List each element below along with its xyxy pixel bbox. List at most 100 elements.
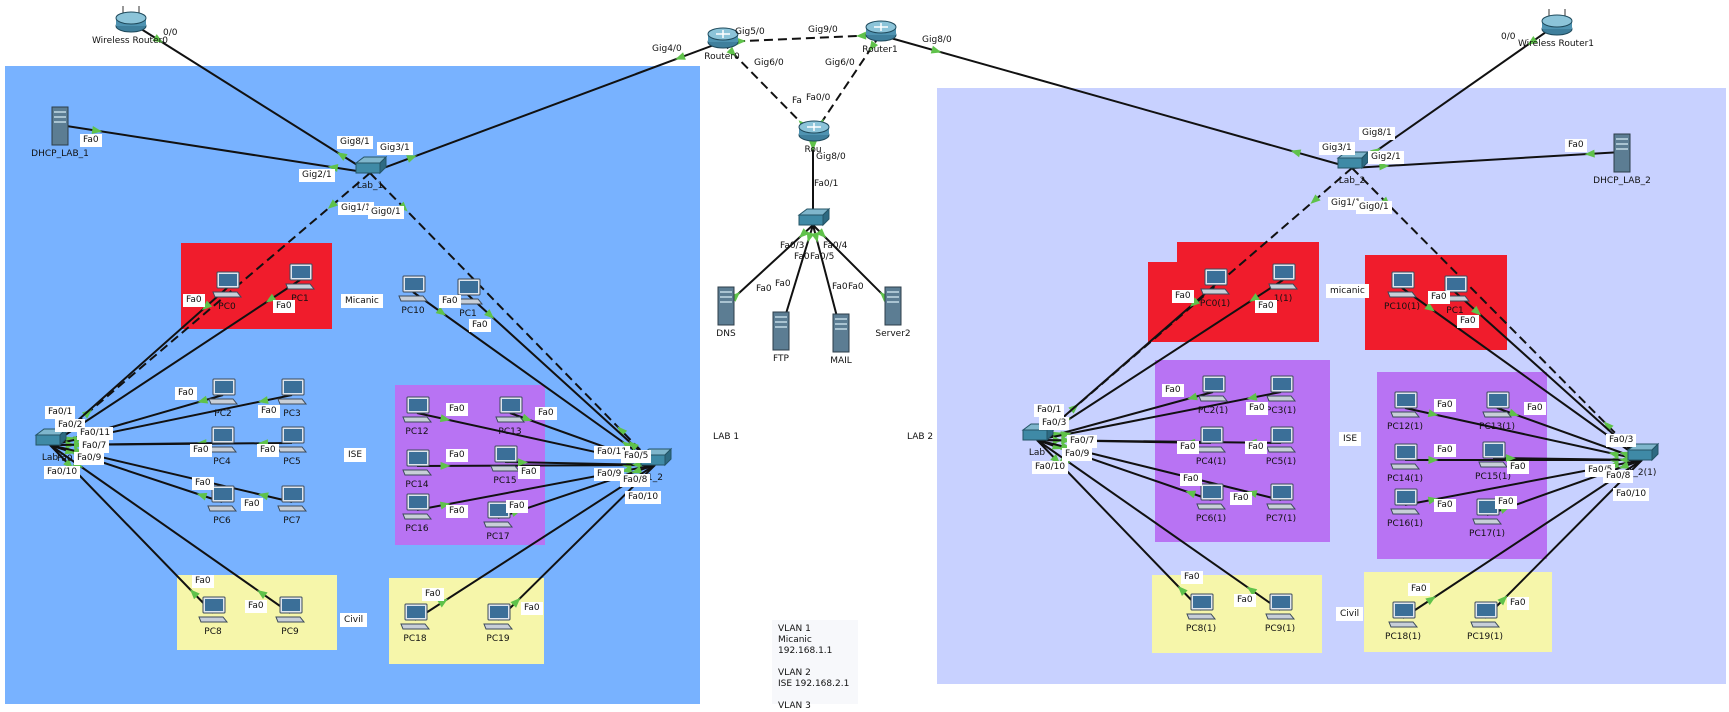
lab1-civil-label: Civil bbox=[340, 613, 368, 627]
link-lab1-left-switch-pc9[interactable] bbox=[49, 444, 291, 614]
link-lab2-left-switch-pc2-1[interactable] bbox=[1036, 391, 1214, 441]
router1[interactable]: Router1 bbox=[862, 20, 898, 55]
link-lab1-right-switch-pc19[interactable] bbox=[497, 464, 656, 621]
mail[interactable]: MAIL bbox=[830, 313, 852, 366]
pc10[interactable]: PC10 bbox=[398, 275, 429, 316]
lab2-left-switch[interactable]: Lab bbox=[1021, 422, 1055, 458]
pc16[interactable]: PC16 bbox=[402, 493, 433, 534]
wireless-router0[interactable]: Wireless Router0 bbox=[92, 6, 168, 46]
link-lab1-right-switch-pc18[interactable] bbox=[414, 464, 656, 621]
pc17[interactable]: PC17 bbox=[483, 501, 514, 542]
pc6[interactable]: PC6 bbox=[207, 485, 238, 526]
center-switch[interactable] bbox=[797, 207, 831, 227]
link-router1-lab2-switch[interactable] bbox=[879, 34, 1353, 169]
port-label: Gig1/1 bbox=[338, 202, 374, 215]
pc18[interactable]: PC18 bbox=[400, 603, 431, 644]
server2[interactable]: Server2 bbox=[875, 286, 911, 339]
pc5-1[interactable]: PC5(1) bbox=[1266, 426, 1296, 467]
lab1-left-switch[interactable]: Lab bbox=[34, 427, 68, 463]
link-center-switch-server2[interactable] bbox=[812, 224, 894, 306]
pc14[interactable]: PC14 bbox=[402, 449, 433, 490]
wireless-router1[interactable]: Wireless Router1 bbox=[1518, 9, 1594, 49]
pc0[interactable]: PC0 bbox=[212, 271, 243, 312]
pc9[interactable]: PC9 bbox=[275, 596, 306, 637]
pc1-1[interactable]: 1(1) bbox=[1268, 263, 1299, 304]
lab2-switch[interactable]: Lab_2 bbox=[1336, 150, 1370, 186]
pc6-1[interactable]: PC6(1) bbox=[1196, 483, 1226, 524]
pc15[interactable]: PC15 bbox=[490, 445, 521, 486]
link-router0-router2[interactable] bbox=[721, 41, 814, 136]
pc1[interactable]: PC1 bbox=[285, 263, 316, 304]
link-lab2-right-switch-pc13-1[interactable] bbox=[1496, 407, 1643, 461]
pc4-1[interactable]: PC4(1) bbox=[1196, 426, 1226, 467]
pc16-1[interactable]: PC16(1) bbox=[1387, 488, 1423, 529]
pc12-1[interactable]: PC12(1) bbox=[1387, 391, 1423, 432]
link-wireless-router0-lab1-switch[interactable] bbox=[129, 21, 371, 174]
link-dhcp-lab2-lab2-switch[interactable] bbox=[1351, 151, 1623, 169]
pc18-1[interactable]: PC18(1) bbox=[1385, 601, 1421, 642]
router2[interactable]: Rou bbox=[798, 120, 830, 155]
link-lab1-switch-router0[interactable] bbox=[369, 41, 723, 174]
router0[interactable]: Router0 bbox=[704, 27, 740, 62]
link-lab2-right-switch-pc19-1[interactable] bbox=[1484, 459, 1643, 619]
link-lab2-right-switch-pc18-1[interactable] bbox=[1402, 459, 1643, 619]
link-center-switch-dns[interactable] bbox=[725, 224, 814, 306]
dhcp-lab2[interactable]: DHCP_LAB_2 bbox=[1593, 133, 1651, 186]
link-lab1-left-switch-pc0[interactable] bbox=[49, 287, 228, 446]
port-label: Fa0 bbox=[1434, 499, 1456, 512]
link-lab2-right-switch-pc11-1[interactable] bbox=[1454, 291, 1643, 461]
link-status-light bbox=[202, 300, 213, 311]
pc7[interactable]: PC7 bbox=[277, 485, 308, 526]
link-lab2-left-switch-pc1-1[interactable] bbox=[1036, 279, 1284, 441]
pc4[interactable]: PC4 bbox=[207, 426, 238, 467]
pc0-1[interactable]: PC0(1) bbox=[1200, 268, 1230, 309]
link-lab2-switch-lab2-right-switch[interactable] bbox=[1351, 167, 1643, 461]
link-status-light bbox=[1428, 456, 1439, 464]
pc3[interactable]: PC3 bbox=[277, 378, 308, 419]
link-lab1-right-switch-pc11[interactable] bbox=[467, 294, 656, 466]
link-lab2-right-switch-pc15-1[interactable] bbox=[1492, 457, 1643, 461]
link-lab2-left-switch-pc0-1[interactable] bbox=[1036, 284, 1216, 441]
pc10-1[interactable]: PC10(1) bbox=[1384, 271, 1420, 312]
pc5[interactable]: PC5 bbox=[277, 426, 308, 467]
ftp[interactable]: FTP bbox=[772, 311, 790, 364]
pc11[interactable]: PC1 bbox=[453, 278, 484, 319]
device-label: PC18(1) bbox=[1385, 632, 1421, 642]
pc2[interactable]: PC2 bbox=[208, 378, 239, 419]
port-label: Fa bbox=[792, 96, 802, 106]
pc13-1[interactable]: PC13(1) bbox=[1479, 391, 1515, 432]
link-lab1-left-switch-pc1[interactable] bbox=[49, 279, 301, 446]
pc8[interactable]: PC8 bbox=[198, 596, 229, 637]
pc9-1[interactable]: PC9(1) bbox=[1265, 593, 1295, 634]
pc2-1[interactable]: PC2(1) bbox=[1198, 375, 1228, 416]
pc8-1[interactable]: PC8(1) bbox=[1186, 593, 1216, 634]
pc12[interactable]: PC12 bbox=[402, 396, 433, 437]
lab1-switch[interactable]: Lab_1 bbox=[354, 155, 388, 191]
pc19[interactable]: PC19 bbox=[483, 603, 514, 644]
pc17-1[interactable]: PC17(1) bbox=[1469, 498, 1505, 539]
link-lab1-switch-lab1-right-switch[interactable] bbox=[369, 172, 656, 466]
pc7-1[interactable]: PC7(1) bbox=[1266, 483, 1296, 524]
lab2-right-switch[interactable]: 1_2(1) bbox=[1626, 442, 1660, 478]
link-status-light bbox=[327, 164, 339, 172]
pc3-1[interactable]: PC3(1) bbox=[1266, 375, 1296, 416]
link-lab2-right-switch-pc12-1[interactable] bbox=[1404, 407, 1643, 461]
link-wireless-router1-lab2-switch[interactable] bbox=[1351, 24, 1557, 169]
link-lab1-right-switch-pc10[interactable] bbox=[412, 291, 656, 466]
link-lab1-right-switch-pc15[interactable] bbox=[504, 461, 656, 466]
pc13[interactable]: PC13 bbox=[495, 396, 526, 437]
pc19-1[interactable]: PC19(1) bbox=[1467, 601, 1503, 642]
dns[interactable]: DNS bbox=[716, 286, 736, 339]
link-status-light bbox=[869, 40, 879, 52]
link-router0-router1[interactable] bbox=[721, 34, 881, 43]
dhcp-lab1[interactable]: DHCP_LAB_1 bbox=[31, 106, 89, 159]
link-router1-router2[interactable] bbox=[812, 34, 881, 136]
pc11-1[interactable]: PC1 bbox=[1440, 275, 1471, 316]
pc14-1[interactable]: PC14(1) bbox=[1387, 443, 1423, 484]
lab1-right-switch[interactable]: 1_2 bbox=[639, 447, 673, 483]
link-dhcp-lab1-lab1-switch[interactable] bbox=[59, 124, 371, 174]
pc15-1[interactable]: PC15(1) bbox=[1475, 441, 1511, 482]
link-lab2-left-switch-pc9-1[interactable] bbox=[1036, 439, 1281, 611]
link-lab2-left-switch-pc3-1[interactable] bbox=[1036, 391, 1282, 441]
link-lab2-right-switch-pc10-1[interactable] bbox=[1401, 287, 1643, 461]
